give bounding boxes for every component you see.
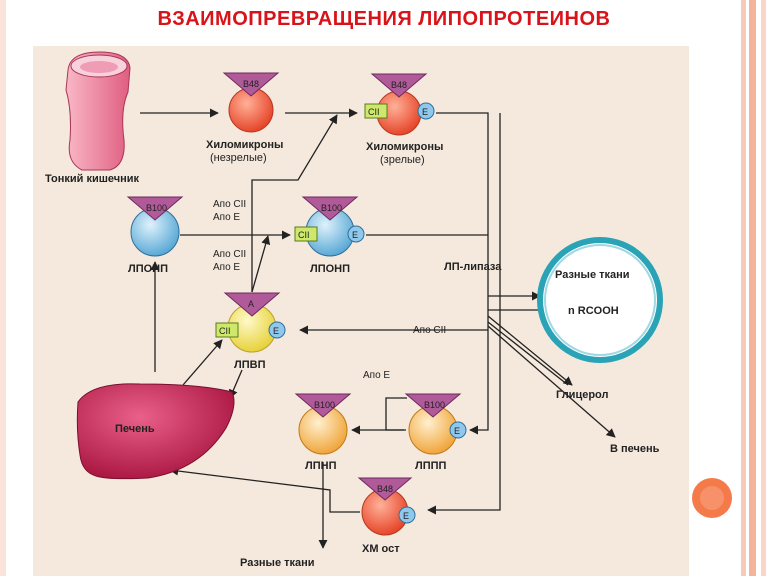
arrow <box>436 112 489 435</box>
e-label: E <box>273 326 279 336</box>
apo-e-label: Апо E <box>213 262 240 273</box>
e-label: E <box>403 511 409 521</box>
line <box>385 397 407 431</box>
vldl-mature-label: ЛПОНП <box>310 263 350 275</box>
b48-label: B48 <box>377 484 393 494</box>
apo-cii-label: Апо CII <box>413 325 446 336</box>
glycerol-label: Глицерол <box>556 389 608 401</box>
b100-label: B100 <box>321 203 342 213</box>
idl: B100 E <box>404 393 467 455</box>
ldl-label: ЛПНП <box>305 460 337 472</box>
apo-cii-label: Апо CII <box>213 249 246 260</box>
tissues-bottom-label: Разные ткани <box>240 557 315 569</box>
arrow <box>251 235 271 293</box>
small-intestine <box>65 51 131 171</box>
e-label: E <box>454 426 460 436</box>
liver-label: Печень <box>115 423 155 435</box>
a-label: A <box>248 299 254 309</box>
e-label: E <box>352 230 358 240</box>
b48-label: B48 <box>243 79 259 89</box>
tissues-circle-label: Разные ткани <box>555 269 630 281</box>
cm-immature-label: Хиломикроны <box>206 139 283 151</box>
right-stripe-decoration <box>749 0 756 576</box>
apo-e-label: Апо E <box>363 370 390 381</box>
rcooh-label: n RCOOH <box>568 305 619 317</box>
b48-label: B48 <box>391 80 407 90</box>
chylomicron-remnant: B48 E <box>357 477 416 536</box>
vldl-mature: B100 CII E <box>294 196 365 257</box>
b100-label: B100 <box>424 400 445 410</box>
lp-lipase-label: ЛП-липаза <box>444 261 502 273</box>
slide-title: ВЗАИМОПРЕВРАЩЕНИЯ ЛИПОПРОТЕИНОВ <box>157 8 611 30</box>
cm-remnant-label: ХМ ост <box>362 543 400 555</box>
vldl-nascent-label: ЛПОНП <box>128 263 168 275</box>
b100-label: B100 <box>146 203 167 213</box>
cii-label: CII <box>298 230 310 240</box>
cm-immature-sublabel: (незрелые) <box>210 152 267 164</box>
hdl-label: ЛПВП <box>234 359 266 371</box>
hdl: A CII E <box>215 292 286 353</box>
cii-label: CII <box>368 107 380 117</box>
arrow <box>251 114 338 292</box>
arrow <box>427 113 501 515</box>
apo-e-label: Апо E <box>213 212 240 223</box>
left-border-decoration <box>0 0 6 576</box>
cii-label: CII <box>219 326 231 336</box>
chylomicron-immature: B48 <box>222 72 280 133</box>
various-tissues-circle <box>537 237 663 363</box>
to-liver-label: В печень <box>610 443 660 455</box>
b100-label: B100 <box>314 400 335 410</box>
arrows <box>140 108 616 549</box>
chylomicron-mature: B48 CII E <box>364 73 435 136</box>
vldl-nascent: B100 <box>126 196 184 257</box>
arrow <box>169 466 360 513</box>
ldl: B100 <box>294 393 352 455</box>
orange-circle-inner-decoration <box>700 486 724 510</box>
arrow <box>182 339 223 386</box>
cm-mature-label: Хиломикроны <box>366 141 443 153</box>
arrow <box>487 315 573 386</box>
apo-cii-label: Апо CII <box>213 199 246 210</box>
cm-mature-sublabel: (зрелые) <box>380 154 425 166</box>
intestine-label: Тонкий кишечник <box>45 173 140 185</box>
e-label: E <box>422 107 428 117</box>
right-stripe-decoration <box>761 0 766 576</box>
liver <box>76 383 235 480</box>
right-stripe-decoration <box>741 0 746 576</box>
arrow <box>487 325 616 438</box>
line <box>487 321 569 386</box>
idl-label: ЛППП <box>415 460 447 472</box>
